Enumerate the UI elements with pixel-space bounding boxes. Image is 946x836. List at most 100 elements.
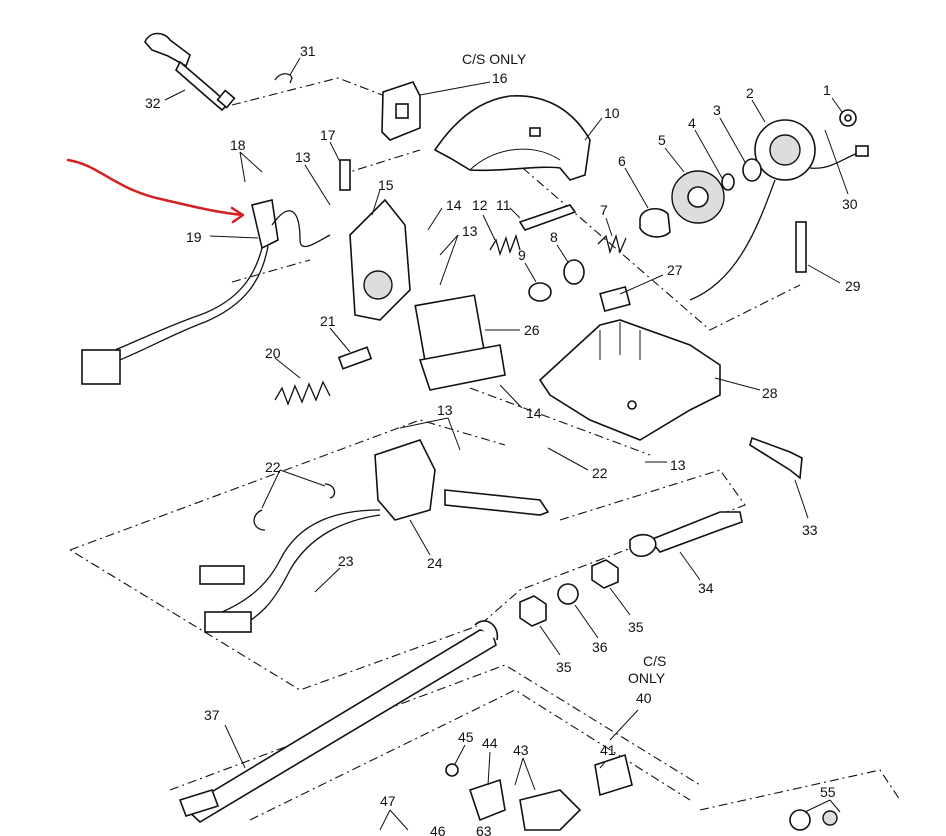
- callout-5: 5: [658, 132, 666, 148]
- callout-40: 40: [636, 690, 652, 706]
- callout-13c: 13: [437, 402, 453, 418]
- leader-47: [379, 809, 409, 831]
- pin-29: [795, 221, 807, 273]
- switch-24-body: [374, 439, 436, 521]
- spring-12: [489, 233, 521, 257]
- leader-14b: [499, 384, 523, 409]
- leader-12: [482, 214, 496, 241]
- callout-31: 31: [300, 43, 316, 59]
- leader-24: [409, 519, 431, 556]
- leader-13b: [439, 234, 459, 286]
- switch-assembly-24: [199, 439, 550, 633]
- connector-24b: [204, 611, 252, 633]
- callout-22a: 22: [265, 459, 281, 475]
- leader-45: [454, 744, 466, 765]
- leader-13a: [304, 164, 331, 206]
- shaft-37-fork: [474, 620, 499, 641]
- leader-32: [164, 89, 186, 101]
- leader-22a: [261, 469, 326, 509]
- leader-28: [714, 377, 761, 391]
- lower-boundary-2: [249, 689, 691, 821]
- leader-10: [584, 117, 603, 141]
- leader-3: [719, 117, 746, 163]
- upper-right-parts: [489, 109, 869, 313]
- callout-15: 15: [378, 177, 394, 193]
- callout-22b: 22: [592, 465, 608, 481]
- harness-19-loop: [271, 210, 331, 247]
- key-33: [749, 436, 803, 480]
- leader-19: [209, 235, 259, 239]
- shaft-37-body: [183, 629, 497, 823]
- housing-15-gear: [363, 270, 393, 300]
- long-shaft-37: [178, 620, 499, 823]
- leader-20: [274, 357, 301, 379]
- leader-33: [794, 479, 809, 519]
- leader-17: [329, 141, 341, 163]
- switch-plate-2-inner: [769, 134, 801, 166]
- callout-55: 55: [820, 784, 836, 800]
- callout-43: 43: [513, 742, 529, 758]
- spring-pin: [274, 346, 373, 406]
- lock-assembly: [81, 159, 506, 391]
- callout-34: 34: [698, 580, 714, 596]
- callout-32: 32: [145, 95, 161, 111]
- callout-47: 47: [380, 793, 396, 809]
- leader-9: [524, 262, 537, 283]
- housing-28-body: [538, 319, 721, 441]
- rod-11: [518, 204, 577, 231]
- ring-4: [721, 173, 735, 191]
- callout-3: 3: [713, 102, 721, 118]
- note-cs-only-bottom-2: ONLY: [628, 670, 666, 686]
- shroud-body: [433, 94, 591, 181]
- clip-22a: [253, 509, 266, 531]
- callout-33: 33: [802, 522, 818, 538]
- housing-15: [349, 198, 411, 321]
- shift-lever-assembly: [144, 32, 293, 112]
- part-10-shroud: [433, 94, 591, 181]
- lower-parts: [445, 753, 838, 831]
- shaft-parts: [519, 436, 803, 627]
- leader-30: [824, 129, 849, 195]
- spring-7: [597, 233, 627, 255]
- callout-10: 10: [604, 105, 620, 121]
- clip-27: [599, 285, 631, 313]
- callout-35a: 35: [556, 659, 572, 675]
- upper-boundary: [231, 77, 801, 456]
- connector-24a: [199, 565, 245, 585]
- lever-43: [519, 789, 582, 831]
- part-16-block: [381, 81, 421, 141]
- leader-5: [664, 147, 685, 173]
- bracket-26: [418, 344, 506, 391]
- harness-19: [109, 247, 263, 353]
- leader-44: [487, 751, 491, 786]
- callout-19: 19: [186, 229, 202, 245]
- note-cs-only-bottom-1: C/S: [643, 653, 666, 669]
- callout-13b: 13: [462, 223, 478, 239]
- nut-35b: [519, 595, 547, 627]
- callout-numbers: 1 2 3 4 5 6 7 8 9 10 11 12 13 13 13 13 1…: [145, 43, 861, 836]
- callout-12: 12: [472, 197, 488, 213]
- red-annotation-arrow: [66, 158, 245, 224]
- note-cs-only-top: C/S ONLY: [462, 51, 527, 67]
- ring-36: [557, 583, 579, 605]
- callout-9: 9: [518, 247, 526, 263]
- harness-19b: [114, 245, 269, 363]
- clip-22b: [324, 483, 336, 499]
- switch-24-harness: [214, 509, 381, 616]
- leader-6: [624, 167, 649, 209]
- leader-lines: [164, 57, 849, 831]
- callout-36: 36: [592, 639, 608, 655]
- leader-2: [751, 99, 766, 123]
- callout-20: 20: [265, 345, 281, 361]
- callout-41: 41: [600, 742, 616, 758]
- leader-43: [514, 757, 536, 791]
- wire-30: [809, 151, 861, 169]
- callout-30: 30: [842, 196, 858, 212]
- callout-29: 29: [845, 278, 861, 294]
- sensor-17: [339, 159, 351, 191]
- leader-41: [599, 761, 606, 769]
- leader-23: [314, 567, 341, 593]
- ring-45: [445, 763, 459, 777]
- callout-17: 17: [320, 127, 336, 143]
- leader-1: [831, 97, 843, 113]
